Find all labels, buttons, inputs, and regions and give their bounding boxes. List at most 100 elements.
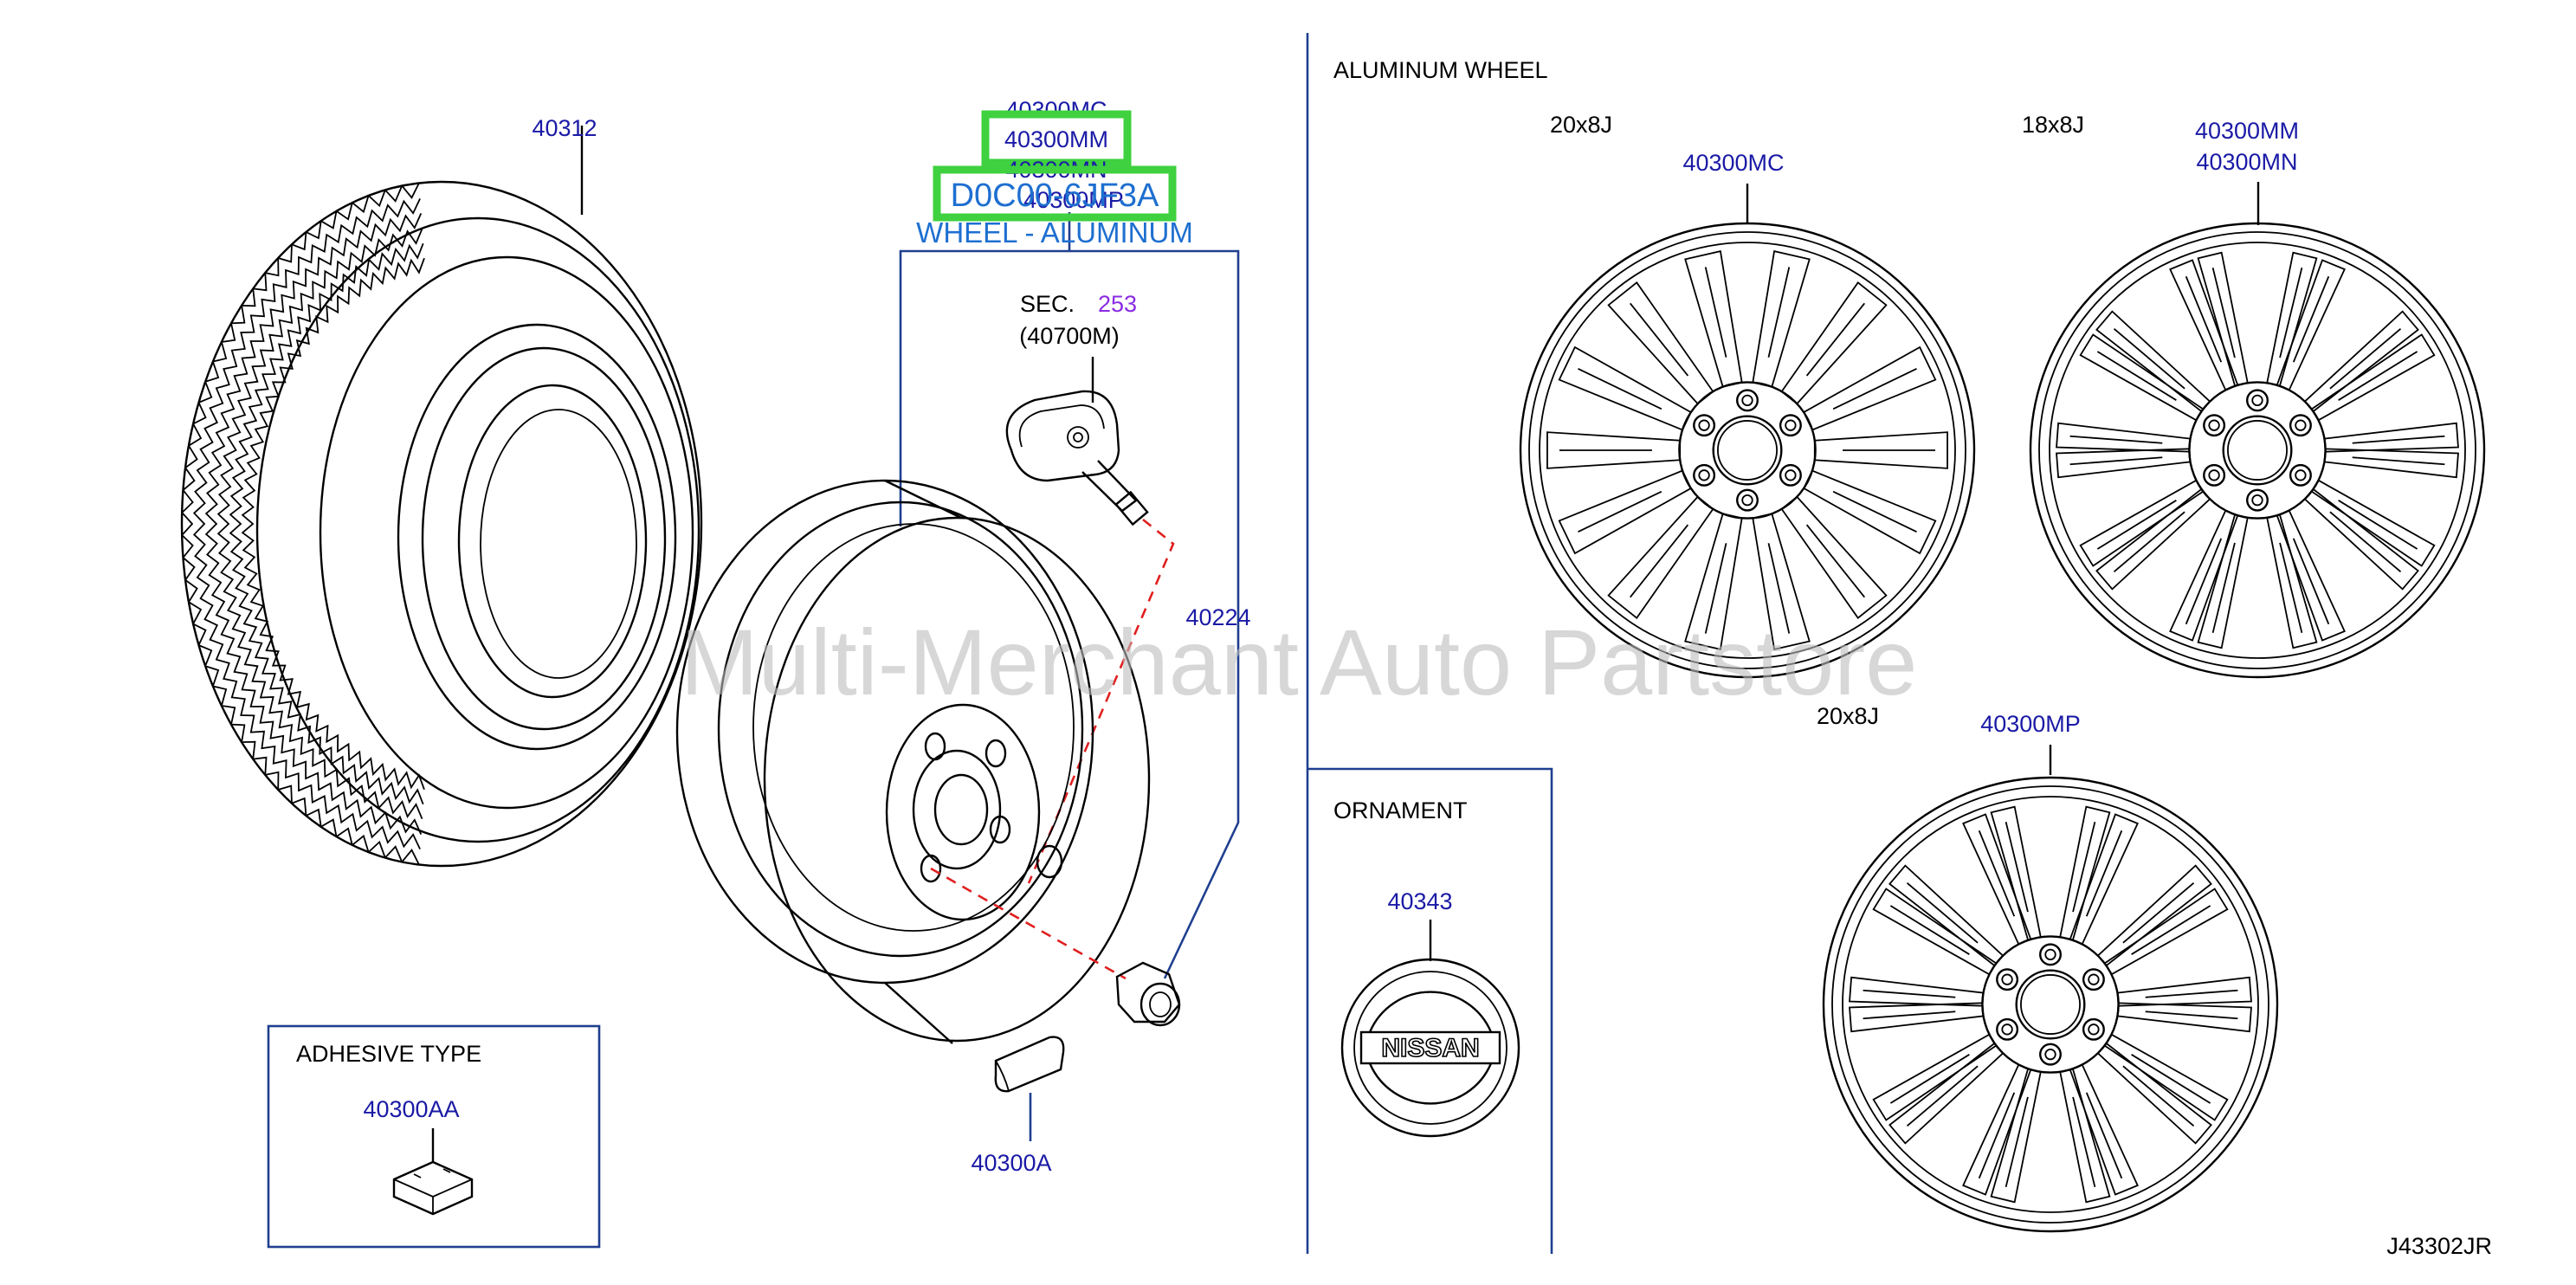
lug-hole [2082, 1017, 2105, 1041]
spoke-groove [1629, 302, 1689, 377]
rim-inner [1528, 231, 1966, 669]
lug-hole [1736, 488, 1759, 512]
lug-hole [2246, 488, 2269, 512]
spoke-groove [1863, 1011, 1956, 1020]
hub-bore-inner [2020, 974, 2081, 1035]
weight-part-number[interactable]: 40300A [971, 1150, 1051, 1176]
adhesive-type-box [267, 1024, 601, 1249]
lug-hole [1779, 414, 1802, 437]
wheel-3-size: 20x8J [1817, 703, 1879, 729]
spoke-groove [2096, 500, 2177, 550]
lug-hole-inner [2044, 1048, 2056, 1061]
lug-hole-inner [1785, 419, 1797, 431]
adhesive-weight-drawing[interactable] [392, 1128, 474, 1216]
spoke-groove [2145, 1011, 2238, 1020]
hub-face [1981, 935, 2120, 1074]
lug-hole [1779, 463, 1802, 487]
spoke-groove [2069, 456, 2163, 466]
lug-hole-inner [2001, 973, 2013, 985]
spoke-groove [2005, 1096, 2029, 1188]
diagram-code: J43302JR [2386, 1233, 2492, 1259]
rim-edge [1539, 242, 1956, 659]
hub-bore [1712, 415, 1783, 486]
spoke-groove [2005, 821, 2029, 913]
spoke [1990, 805, 2042, 941]
sensor-section-link[interactable]: 253 [1098, 291, 1137, 317]
hub-face [1678, 381, 1817, 520]
wheel-40300mm-drawing[interactable] [2029, 222, 2486, 679]
ornament-part-number[interactable]: 40343 [1387, 888, 1452, 914]
spoke-groove [2279, 267, 2303, 358]
sensor-install-path [1027, 518, 1175, 884]
spoke-groove [1629, 524, 1689, 598]
spoke-groove [2185, 275, 2223, 363]
lug-hole-inner [2001, 1023, 2013, 1036]
lug-hole [2039, 943, 2062, 966]
balance-weight-drawing[interactable] [994, 1036, 1065, 1141]
spoke-groove [2096, 351, 2177, 401]
spoke-groove [2113, 511, 2185, 573]
spoke-groove [1906, 1065, 1979, 1127]
nut-install-path [930, 867, 1127, 980]
lug-hole-inner [2088, 1023, 2100, 1036]
adhesive-type-title: ADHESIVE TYPE [296, 1041, 481, 1067]
hub-face [2188, 381, 2327, 520]
wheel-drawing[interactable] [675, 479, 1151, 1044]
tread-row [241, 257, 425, 791]
wheel-part-mc[interactable]: 40300MC [1005, 97, 1107, 123]
tpms-sensor-drawing[interactable] [1005, 357, 1149, 526]
spoke-groove [2185, 538, 2223, 625]
selection-highlight-box [933, 165, 1177, 222]
spoke-groove [2122, 1065, 2195, 1127]
tire-part-number[interactable]: 40312 [532, 115, 597, 141]
rim-edge [2049, 242, 2466, 659]
tread-row [216, 228, 423, 820]
lug-hole-inner [1698, 419, 1710, 431]
spoke [2197, 251, 2249, 387]
tire-drawing[interactable] [180, 126, 703, 868]
spoke-groove [2085, 830, 2123, 917]
wheel-3-part[interactable]: 40300MP [1980, 711, 2081, 737]
wheel-40300mc-drawing[interactable] [1519, 222, 1976, 679]
adhesive-part-number[interactable]: 40300AA [363, 1096, 459, 1122]
spoke-groove [1863, 989, 1956, 998]
spoke-groove [2338, 500, 2418, 550]
spoke-groove [1906, 881, 1979, 944]
wheel-part-mp[interactable]: 40300MP [1023, 187, 1124, 213]
wheel-nut-drawing[interactable] [1115, 961, 1181, 1027]
rim-outer [1822, 776, 2279, 1233]
wheel-2-part-mm[interactable]: 40300MM [2195, 118, 2299, 144]
tread-row [182, 183, 420, 865]
hub-bore [2222, 415, 2293, 486]
hub-bore [2015, 969, 2086, 1040]
sensor-sec-label: SEC. [1020, 291, 1075, 317]
selected-part-code[interactable]: D0C00-6JF3A [951, 178, 1159, 214]
lug-hole [1996, 1017, 2019, 1041]
spoke-groove [2211, 267, 2236, 358]
lug-hole-inner [1741, 494, 1753, 507]
wheel-2-part-mn[interactable]: 40300MN [2196, 149, 2297, 175]
spoke-groove [1889, 905, 1970, 955]
nut-part-number[interactable]: 40224 [1185, 604, 1250, 630]
hub-bore-inner [1717, 420, 1778, 481]
wheel-1-part[interactable]: 40300MC [1682, 150, 1784, 176]
spoke-groove [1767, 267, 1791, 358]
lug-hole [2082, 968, 2105, 991]
ornament-box [1307, 767, 1553, 1254]
wheel-part-mm[interactable]: 40300MM [1004, 126, 1108, 152]
ornament-drawing[interactable]: NISSAN [1340, 958, 1520, 1138]
lug-hole-inner [2044, 948, 2056, 961]
lug-hole [2289, 463, 2312, 487]
ornament-title: ORNAMENT [1333, 797, 1468, 823]
spoke-groove [1578, 490, 1662, 533]
rim-inner [2038, 231, 2476, 669]
wheel-40300mp-drawing[interactable] [1822, 776, 2279, 1233]
lug-hole [2039, 1043, 2062, 1066]
spoke [1558, 469, 1692, 555]
spoke-groove [2352, 456, 2445, 466]
spoke [1803, 345, 1937, 431]
lug-hole-inner [2295, 419, 2307, 431]
spoke-groove [1578, 368, 1662, 410]
spoke-groove [2131, 905, 2211, 955]
hub-bore-inner [2227, 420, 2288, 481]
